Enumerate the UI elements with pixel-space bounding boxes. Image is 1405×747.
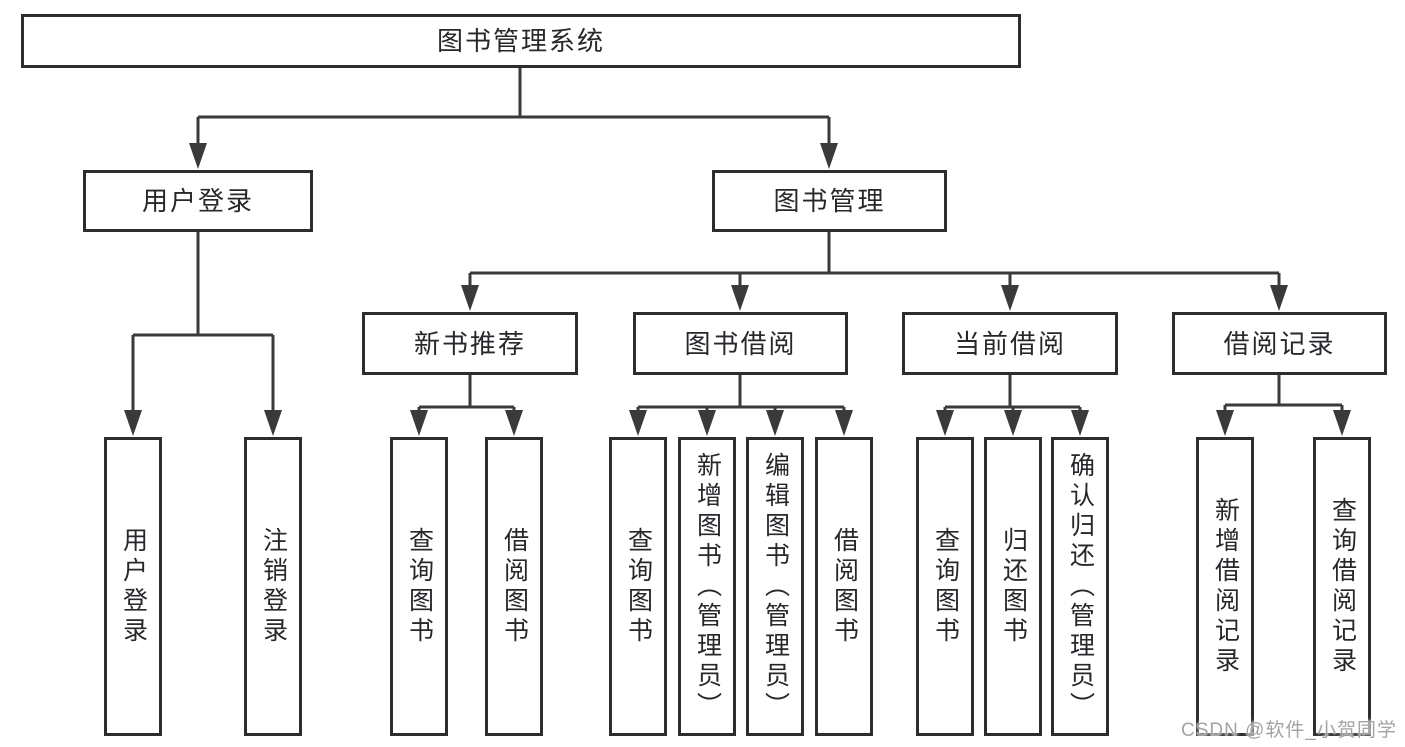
leaf-label: 用户登录 <box>119 526 148 647</box>
arrowhead <box>505 410 523 436</box>
arrowhead <box>1216 410 1234 436</box>
node-user-login: 用户登录 <box>83 170 313 232</box>
leaf-label: 新增借阅记录 <box>1211 496 1240 677</box>
arrowhead <box>461 285 479 311</box>
connector-root <box>196 68 831 150</box>
csdn-watermark: CSDN @软件_小贺同学 <box>1181 720 1397 741</box>
leaf-confirm-return-admin: 确认归还（管理员） <box>1051 437 1109 736</box>
node-current-borrow: 当前借阅 <box>902 312 1118 375</box>
arrowhead <box>264 410 282 436</box>
connector-user-login <box>131 232 275 415</box>
node-root-label: 图书管理系统 <box>436 26 605 56</box>
node-root: 图书管理系统 <box>21 14 1021 68</box>
arrowhead <box>1071 410 1089 436</box>
leaf-query-books-3: 查询图书 <box>916 437 974 736</box>
arrowhead <box>1004 410 1022 436</box>
leaf-label: 查询借阅记录 <box>1328 496 1357 677</box>
node-new-books-label: 新书推荐 <box>413 328 526 359</box>
node-borrow-records-label: 借阅记录 <box>1223 328 1336 359</box>
leaf-return-books: 归还图书 <box>984 437 1042 736</box>
node-current-borrow-label: 当前借阅 <box>953 328 1066 359</box>
arrowhead <box>1333 410 1351 436</box>
arrowhead <box>124 410 142 436</box>
leaf-label: 查询图书 <box>931 526 960 647</box>
leaf-label: 新增图书（管理员） <box>693 451 722 722</box>
leaf-borrow-books-1: 借阅图书 <box>485 437 543 736</box>
arrowhead <box>835 410 853 436</box>
leaf-label: 归还图书 <box>999 526 1028 647</box>
arrowhead <box>629 410 647 436</box>
leaf-borrow-books-2: 借阅图书 <box>815 437 873 736</box>
connector-borrow-records <box>1223 375 1344 416</box>
leaf-logout: 注销登录 <box>244 437 302 736</box>
leaf-add-borrow-record: 新增借阅记录 <box>1196 437 1254 736</box>
leaf-query-borrow-record: 查询借阅记录 <box>1313 437 1371 736</box>
leaf-label: 借阅图书 <box>500 526 529 647</box>
connector-new-books <box>417 375 516 416</box>
connector-book-management <box>468 232 1281 292</box>
arrowhead <box>766 410 784 436</box>
arrowhead <box>936 410 954 436</box>
arrowhead <box>189 143 207 169</box>
arrowhead <box>1001 285 1019 311</box>
node-book-borrow: 图书借阅 <box>633 312 848 375</box>
arrowhead <box>731 285 749 311</box>
connector-current-borrow <box>943 375 1082 416</box>
leaf-edit-books-admin: 编辑图书（管理员） <box>746 437 804 736</box>
node-book-management-label: 图书管理 <box>773 186 886 216</box>
leaf-query-books-1: 查询图书 <box>390 437 448 736</box>
leaf-label: 借阅图书 <box>830 526 859 647</box>
node-book-management: 图书管理 <box>712 170 947 232</box>
leaf-user-login: 用户登录 <box>104 437 162 736</box>
leaf-label: 编辑图书（管理员） <box>761 451 790 722</box>
leaf-label: 确认归还（管理员） <box>1066 451 1095 722</box>
arrowhead <box>1270 285 1288 311</box>
leaf-query-books-2: 查询图书 <box>609 437 667 736</box>
leaf-add-books-admin: 新增图书（管理员） <box>678 437 736 736</box>
leaf-label: 查询图书 <box>405 526 434 647</box>
leaf-label: 查询图书 <box>624 526 653 647</box>
node-user-login-label: 用户登录 <box>141 186 254 216</box>
arrowhead <box>820 143 838 169</box>
connector-book-borrow <box>636 375 846 416</box>
arrowhead <box>410 410 428 436</box>
node-borrow-records: 借阅记录 <box>1172 312 1387 375</box>
arrowhead <box>698 410 716 436</box>
node-book-borrow-label: 图书借阅 <box>684 328 797 359</box>
leaf-label: 注销登录 <box>259 526 288 647</box>
node-new-books: 新书推荐 <box>362 312 578 375</box>
